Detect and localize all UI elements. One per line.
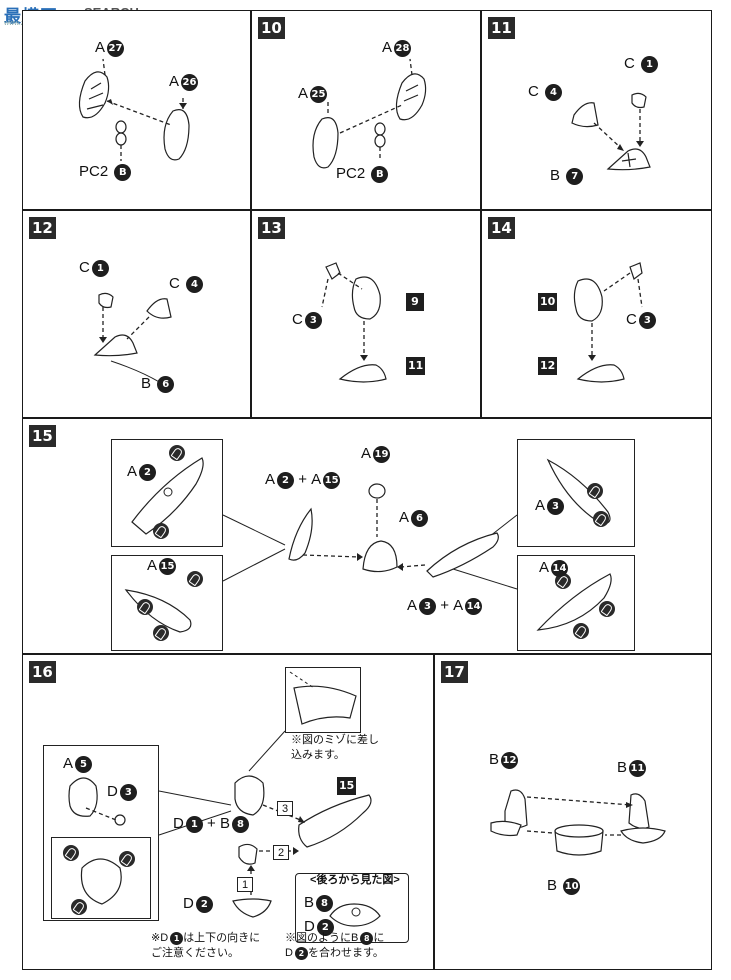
nipper-icon [119,851,135,867]
rear-view-title: <後ろから見た図> [310,874,400,886]
inset-a14 [517,555,635,651]
label-c4: C 4 [528,83,563,101]
nipper-icon [593,511,609,527]
step-11-illustration [571,92,651,171]
order-2: 2 [273,843,289,861]
ref-step-9: 9 [406,293,424,312]
step-number: 15 [29,425,56,447]
order-1: 1 [237,875,253,893]
step-16-panel: 16 [22,654,434,970]
label-b7: B 7 [550,167,584,185]
nipper-icon [63,845,79,861]
nipper-icon [573,623,589,639]
ref-step-15: 15 [337,777,357,796]
nipper-icon [187,571,203,587]
label-c1: C 1 [624,55,659,73]
step-number: 11 [488,17,515,39]
step-11-panel: 11 C 1 C 4 B 7 [481,10,712,210]
step-15-panel: 15 [22,418,712,654]
step-15-illustration [222,483,518,590]
step-number: 16 [29,661,56,683]
step-number: 12 [29,217,56,239]
step-number: 10 [258,17,285,39]
label-c4: C 4 [169,275,204,293]
ref-step-12: 12 [538,357,558,376]
nipper-icon [587,483,603,499]
step-number: 14 [488,217,515,239]
label-pc2-b: PC2 B [336,165,389,183]
step-17-illustration [490,789,666,856]
label-pc2-b: PC2 B [79,163,132,181]
label-b6: B 6 [141,375,175,393]
note-groove: ※図のミゾに差し 込みます。 [291,734,379,761]
label-b10: B 10 [547,877,581,895]
inset-groove-detail [285,667,361,733]
step-number: 17 [441,661,468,683]
step-9-illustration [78,58,190,161]
step-10-illustration [312,58,427,169]
nipper-icon [169,445,185,461]
inset-a3 [517,439,635,547]
step-12-illustration [93,292,172,384]
nipper-icon [137,599,153,615]
step-number: 13 [258,217,285,239]
step-13-illustration [321,262,387,383]
nipper-icon [71,899,87,915]
step-14-illustration [573,262,643,383]
step-16-illustration [158,730,372,918]
nipper-icon [599,601,615,617]
ref-step-10: 10 [538,293,558,312]
nipper-icon [153,523,169,539]
nipper-icon [153,625,169,641]
nipper-icon [555,573,571,589]
order-3: 3 [277,799,293,817]
ref-step-11: 11 [406,357,426,376]
